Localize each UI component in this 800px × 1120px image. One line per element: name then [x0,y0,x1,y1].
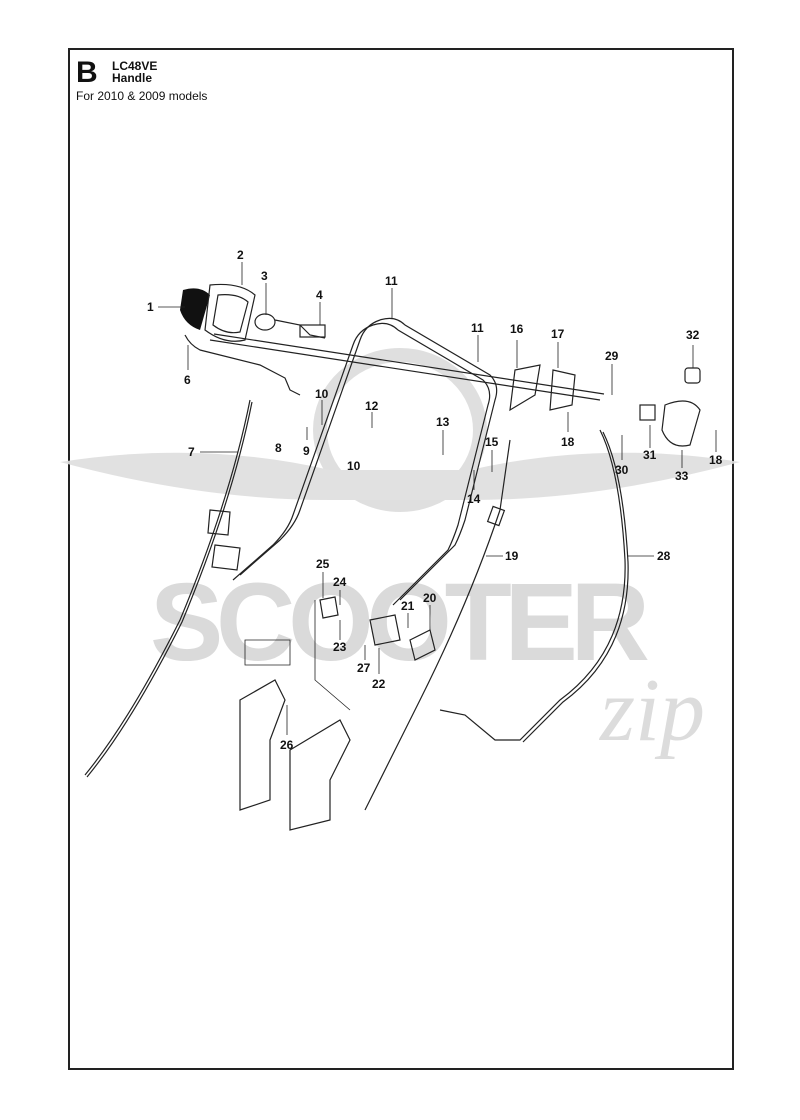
cable-part-6 [184,334,301,396]
watermark-suffix: zip [598,661,705,760]
callout-23: 23 [333,640,347,654]
callout-11a: 11 [385,274,398,288]
watermark-brand: SCOOTER [150,561,650,684]
watermark-wing [60,452,740,500]
callout-24: 24 [333,575,347,589]
grip-cover-part-1 [180,288,210,330]
callout-16: 16 [510,322,524,336]
callout-28: 28 [657,549,671,563]
callout-19: 19 [505,549,519,563]
handle-grip [180,283,256,342]
callout-3: 3 [261,269,268,283]
callout-25: 25 [316,557,330,571]
cable-part-28 [439,429,626,741]
callout-30: 30 [615,463,629,477]
callout-15: 15 [485,435,499,449]
diagram-frame [68,48,734,1070]
callout-10a: 10 [315,387,329,401]
control-parts [254,313,326,339]
cable-part-7 [84,399,251,776]
callout-22: 22 [372,677,386,691]
grip-housing-part-2 [204,283,256,342]
callout-9: 9 [303,444,310,458]
callout-11b: 11 [471,321,484,335]
callout-32: 32 [686,328,700,342]
callout-7: 7 [188,445,195,459]
brackets [509,364,576,412]
callout-21: 21 [401,599,415,613]
callout-18a: 18 [561,435,575,449]
callout-8: 8 [275,441,282,455]
callout-26: 26 [280,738,294,752]
lever-parts [207,509,436,661]
right-control [639,367,701,447]
watermark: SCOOTER zip [60,348,740,760]
callout-18b: 18 [709,453,723,467]
callout-29: 29 [605,349,619,363]
callout-labels: 1 2 3 4 6 7 8 9 10 10 11 11 12 13 14 15 … [147,248,723,752]
leader-lines [158,262,717,735]
watermark-emblem [313,348,487,512]
model-years-note: For 2010 & 2009 models [76,89,208,103]
callout-14: 14 [467,492,481,506]
callout-12: 12 [365,399,379,413]
callout-6: 6 [184,373,191,387]
model-name: LC48VE [112,59,158,73]
callout-2: 2 [237,248,244,262]
lower-brackets [239,600,351,831]
callout-33: 33 [675,469,689,483]
callout-27: 27 [357,661,371,675]
callout-17: 17 [551,327,565,341]
assembly-name: Handle [112,71,153,85]
callout-1: 1 [147,300,154,314]
callout-10b: 10 [347,459,361,473]
callout-4: 4 [316,288,323,302]
handle-bar [209,317,605,606]
callout-31: 31 [643,448,657,462]
callout-13: 13 [436,415,450,429]
section-letter: B [76,56,98,89]
callout-20: 20 [423,591,437,605]
